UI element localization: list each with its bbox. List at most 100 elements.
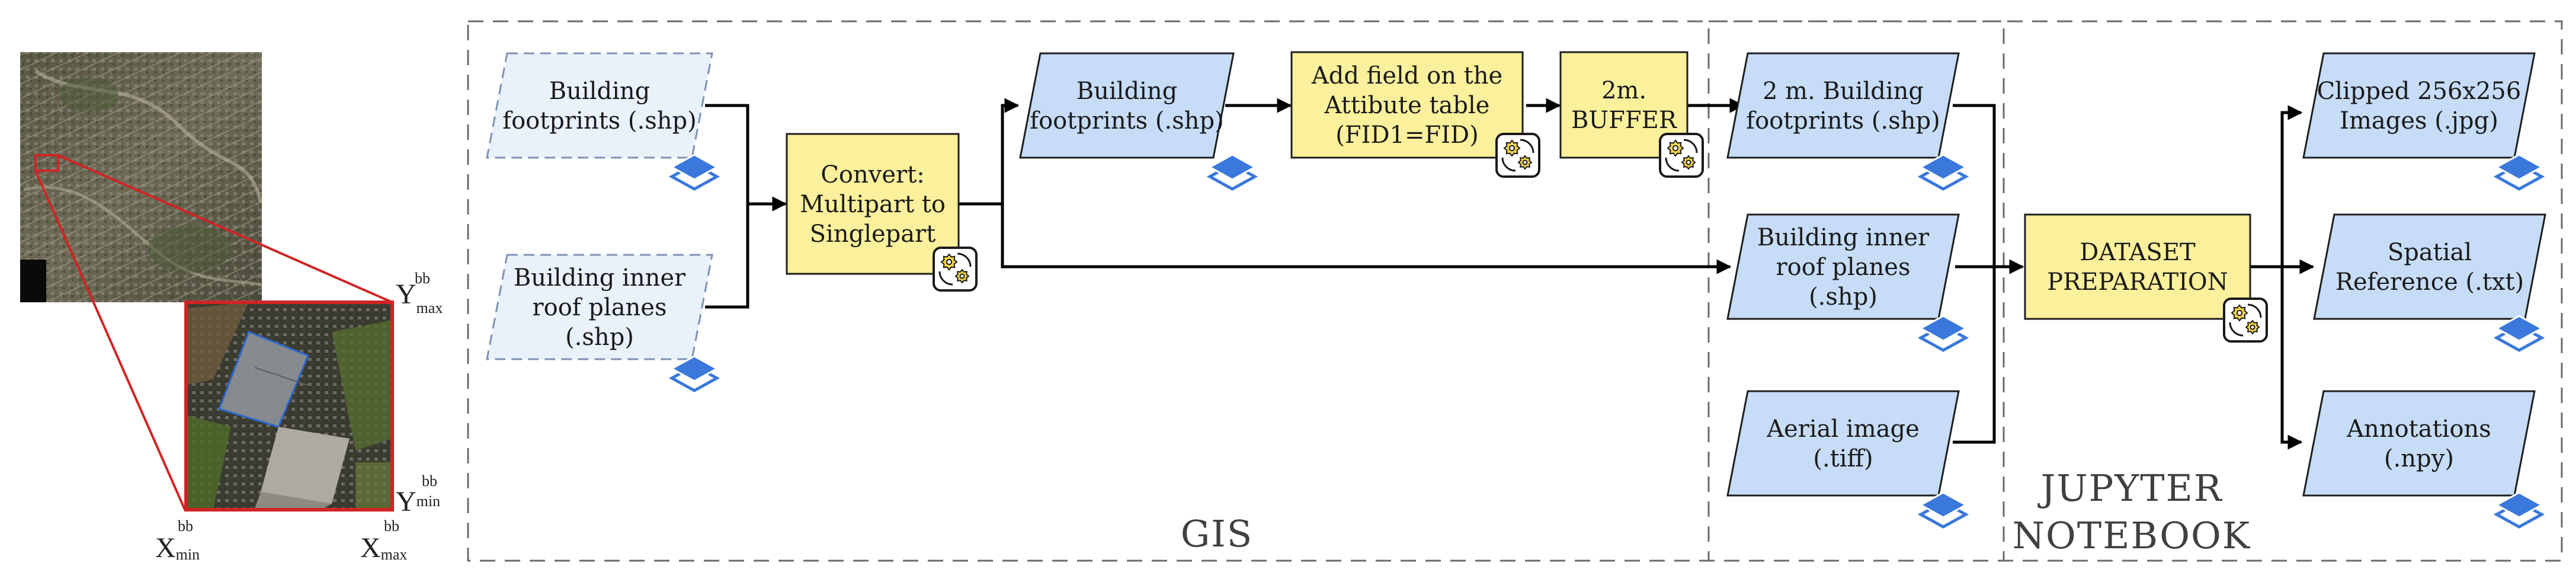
node-aerial-image-shape [1726, 390, 1960, 497]
label-y-max-sup: bb [415, 270, 430, 287]
arrow-to-clipped-images [2280, 105, 2303, 267]
input-inner-roof-layers-icon [668, 355, 720, 392]
node-dataset-prep-label-0: DATASET [2080, 239, 2196, 266]
node-annotations: Annotations(.npy) [2302, 390, 2545, 529]
node-input-footprints-shape [486, 52, 713, 159]
arrow-to-annotations [2280, 267, 2303, 450]
inner-roof-mid-layers-icon [1917, 315, 1969, 352]
node-dataset-prep-shape [2024, 213, 2251, 320]
footprints-mid-layers-icon [1206, 154, 1258, 191]
node-annotations-label-0: Annotations [2346, 415, 2491, 443]
label-y-min-base: Y [396, 486, 416, 517]
selection-box [34, 154, 59, 172]
node-inner-roof-mid-label-0: Building inner [1757, 224, 1930, 251]
node-spatial-ref-label-0: Spatial [2388, 239, 2472, 266]
buffer-gears-icon [1659, 133, 1704, 178]
label-x-max: Xmax [360, 532, 407, 564]
node-add-field-label-0: Add field on the [1311, 62, 1502, 89]
connector-inputs-merge [705, 104, 749, 309]
node-footprints-mid-label-0: Building [1076, 78, 1178, 105]
aerial-inset-group: Ymax bb Ymin bb Xmin bb Xmax bb [20, 52, 443, 564]
node-annotations-label-1: (.npy) [2384, 445, 2454, 472]
node-convert-label-2: Singlepart [810, 220, 936, 248]
label-y-max-base: Y [396, 279, 416, 310]
label-x-min-base: X [155, 532, 176, 564]
node-spatial-ref-label-1: Reference (.txt) [2335, 268, 2524, 296]
node-buffer-label-1: BUFFER [1571, 107, 1678, 134]
node-aerial-image-label-1: (.tiff) [1813, 445, 1873, 472]
zoom-line-right [57, 154, 393, 303]
arrow-to-footprints-mid [1001, 98, 1020, 204]
node-annotations-shape [2302, 390, 2536, 497]
label-x-max-sup: bb [384, 517, 399, 535]
annotations-layers-icon [2493, 491, 2545, 529]
node-input-inner-roof-label-0: Building inner [514, 264, 686, 292]
convert-gears-icon [933, 247, 978, 292]
label-y-min-sub: min [416, 493, 440, 510]
node-inner-roof-mid-label-2: (.shp) [1809, 283, 1877, 311]
aerial-overview-image [20, 52, 262, 302]
label-y-min-sup: bb [422, 472, 437, 490]
label-x-min-sub: min [176, 546, 200, 563]
node-add-field-shape [1290, 51, 1524, 159]
zoomed-building-image [184, 301, 394, 512]
connector-gis-outputs-merge [1953, 104, 1996, 444]
node-clipped-images-label-1: Images (.jpg) [2340, 107, 2498, 135]
node-add-field-label-2: (FID1=FID) [1335, 122, 1478, 149]
node-inner-roof-mid-label-1: roof planes [1776, 254, 1910, 281]
node-inner-roof-mid: Building inner roof planes(.shp) [1726, 213, 1969, 352]
node-convert-label-1: Multipart to [800, 191, 946, 218]
label-x-max-sub: max [381, 546, 408, 563]
node-input-inner-roof-label-1: roof planes [532, 294, 667, 321]
label-y-max-sub: max [416, 299, 443, 317]
label-y-min: Ymin [396, 486, 440, 517]
dataset-prep-gears-icon [2223, 298, 2268, 343]
label-x-min: Xmin [155, 532, 200, 564]
jupyter-region-border [1707, 20, 2563, 562]
label-x-min-sup: bb [178, 517, 193, 535]
node-footprints-mid-shape [1019, 52, 1235, 159]
node-input-footprints-label-0: Building [549, 78, 651, 105]
node-footprints-mid-label-1: footprints (.shp) [1030, 107, 1223, 135]
node-buffer-label-0: 2m. [1601, 77, 1646, 104]
gis-region-label: GIS [1181, 512, 1254, 555]
node-spatial-ref-shape [2313, 213, 2546, 320]
node-input-footprints-label-1: footprints (.shp) [502, 107, 696, 135]
aerial-image-layers-icon [1917, 491, 1969, 529]
node-buffer: 2m. BUFFER [1559, 51, 1704, 178]
spatial-ref-layers-icon [2493, 315, 2545, 352]
node-input-inner-roof-label-2: (.shp) [565, 324, 634, 351]
arrow-to-inner-roof-mid [1001, 204, 1732, 274]
node-clipped-images-shape [2302, 52, 2536, 159]
gis-region-border [467, 20, 2005, 562]
node-add-field-label-1: Attibute table [1324, 92, 1490, 119]
node-aerial-image-label-0: Aerial image [1766, 415, 1920, 443]
input-footprints-layers-icon [668, 154, 720, 191]
node-convert-label-0: Convert: [821, 161, 924, 188]
node-convert-shape [786, 133, 960, 275]
node-input-inner-roof-shape [486, 254, 713, 360]
node-buffer-footprints-label-0: 2 m. Building [1763, 78, 1924, 105]
zoom-line-left [34, 170, 186, 510]
node-dataset-prep-label-1: PREPARATION [2047, 268, 2228, 296]
label-y-max: Ymax [396, 279, 443, 317]
node-clipped-images-label-0: Clipped 256x256 [2317, 78, 2521, 105]
jupyter-region-label: JUPYTER [2037, 466, 2222, 510]
jupyter-region-label-2: NOTEBOOK [2013, 514, 2251, 557]
node-buffer-footprints-shape [1726, 52, 1960, 159]
clipped-images-layers-icon [2493, 154, 2545, 191]
add-field-gears-icon [1495, 133, 1540, 178]
node-buffer-footprints-label-1: footprints (.shp) [1746, 107, 1940, 135]
node-aerial-image: Aerial image(.tiff) [1726, 390, 1969, 529]
